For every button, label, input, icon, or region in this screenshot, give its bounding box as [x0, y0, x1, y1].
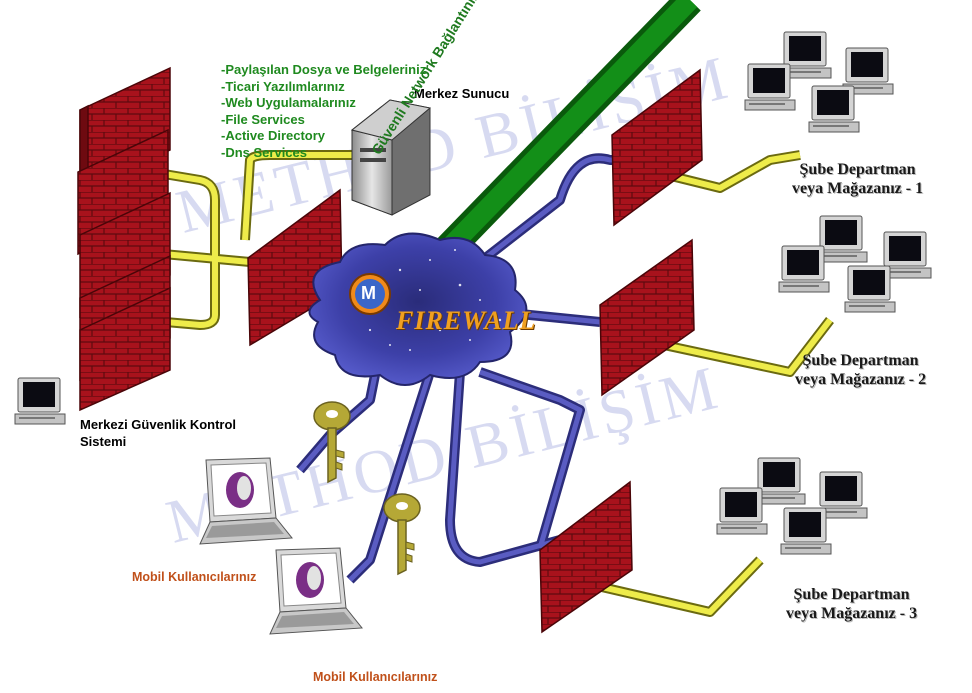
branch-2-line2: veya Mağazanız - 2 [795, 371, 927, 388]
security-label-line1: Merkezi Güvenlik Kontrol [80, 417, 237, 432]
mobile-users-label-1: Mobil Kullanıcılarınız [132, 570, 257, 584]
mobile-laptop-1 [199, 457, 293, 545]
branch-1-line2: veya Mağazanız - 1 [792, 180, 924, 197]
firewall-walls-left [77, 66, 343, 412]
service-item: -Web Uygulamalarınız [221, 95, 356, 110]
firewall-walls-right [539, 68, 703, 634]
service-item: -Paylaşılan Dosya ve Belgeleriniz [221, 62, 427, 77]
branch-3-line2: veya Mağazanız - 3 [786, 605, 918, 622]
branch-3-computers [716, 457, 868, 555]
services-list: -Paylaşılan Dosya ve Belgeleriniz -Ticar… [221, 62, 426, 161]
branch-3-line1: Şube Departman [793, 586, 910, 603]
service-item: -Active Directory [221, 128, 326, 143]
security-control-label: Merkezi Güvenlik Kontrol Sistemi [80, 416, 236, 450]
branch-2-line1: Şube Departman [802, 352, 919, 369]
branch-label-1: Şube Departman veya Mağazanız - 1 [792, 160, 923, 198]
branch-1-line1: Şube Departman [799, 161, 916, 178]
branch-label-3: Şube Departman veya Mağazanız - 3 [786, 585, 917, 623]
key-icon [383, 493, 421, 575]
branch-1-computers [744, 31, 894, 133]
firewall-logo-letter: M [361, 283, 376, 303]
server-label: Merkez Sunucu [414, 86, 510, 101]
mobile-laptop-2 [269, 547, 363, 635]
firewall-cloud [308, 232, 528, 386]
service-item: -Ticari Yazılımlarınız [221, 78, 345, 94]
service-item: -Dns Services [221, 144, 307, 160]
security-control-pc [14, 377, 66, 425]
service-item: -File Services [221, 111, 305, 127]
central-server [350, 99, 432, 216]
branch-2-computers [778, 215, 932, 313]
branch-label-2: Şube Departman veya Mağazanız - 2 [795, 351, 926, 389]
firewall-label: FIREWALL [396, 306, 537, 335]
mobile-users-label-2: Mobil Kullanıcılarınız [313, 670, 438, 684]
security-label-line2: Sistemi [80, 434, 127, 449]
